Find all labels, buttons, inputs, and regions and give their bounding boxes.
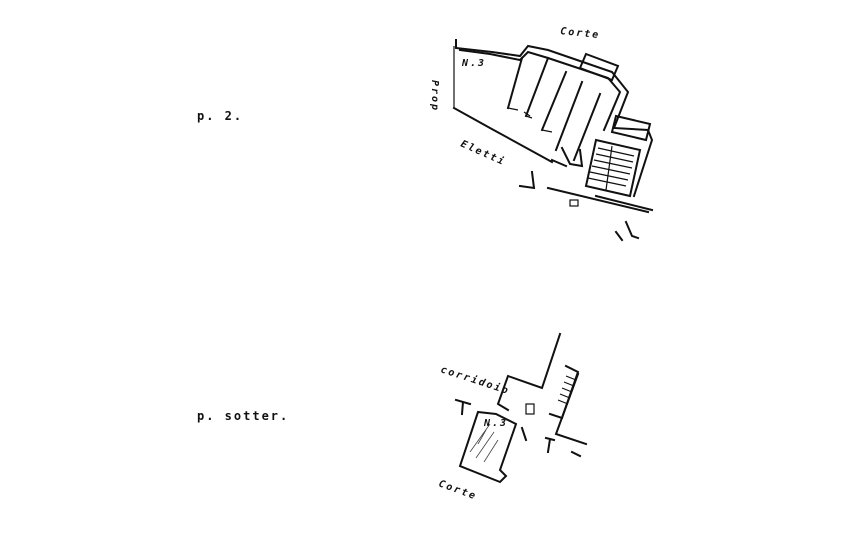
plan-2-annotation-street: Eletti [459, 138, 508, 169]
plan-basement [454, 332, 588, 484]
basement-cellar [458, 410, 518, 484]
basement-annotation-corridor: corridoio [439, 363, 511, 397]
plan-2-annotation-court: Corte [560, 26, 601, 41]
basement-corridor-wall [496, 332, 562, 412]
plan-2-annotation-prop: Prop [429, 80, 440, 112]
basement-stair [548, 364, 580, 420]
plan-2-stair [584, 138, 642, 198]
plan-2-inner-wall [458, 48, 622, 132]
plan-second-floor [452, 39, 654, 242]
floor-label-basement: p. sotter. [197, 409, 289, 423]
basement-unit-label: N.3 [483, 418, 508, 429]
floor-label-p2: p. 2. [197, 109, 243, 123]
plan-2-unit-label: N.3 [461, 58, 486, 69]
plan-2-street-wall [452, 106, 554, 164]
basement-annotation-court: Corte [437, 478, 478, 502]
plan-2-partition [506, 56, 602, 162]
plan-2-bath [578, 52, 620, 82]
